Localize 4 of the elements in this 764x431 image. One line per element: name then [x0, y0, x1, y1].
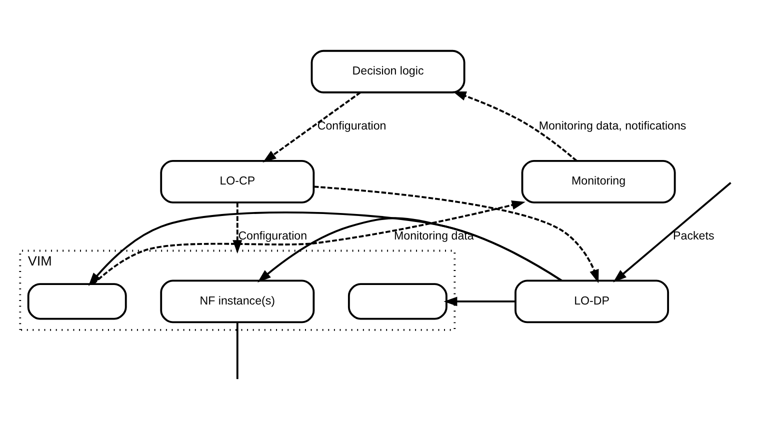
edge-label: Configuration [238, 230, 308, 243]
edge-label: Packets [673, 230, 714, 243]
edge-label: Monitoring data, notifications [538, 120, 686, 133]
edge-label: Configuration [317, 120, 386, 133]
